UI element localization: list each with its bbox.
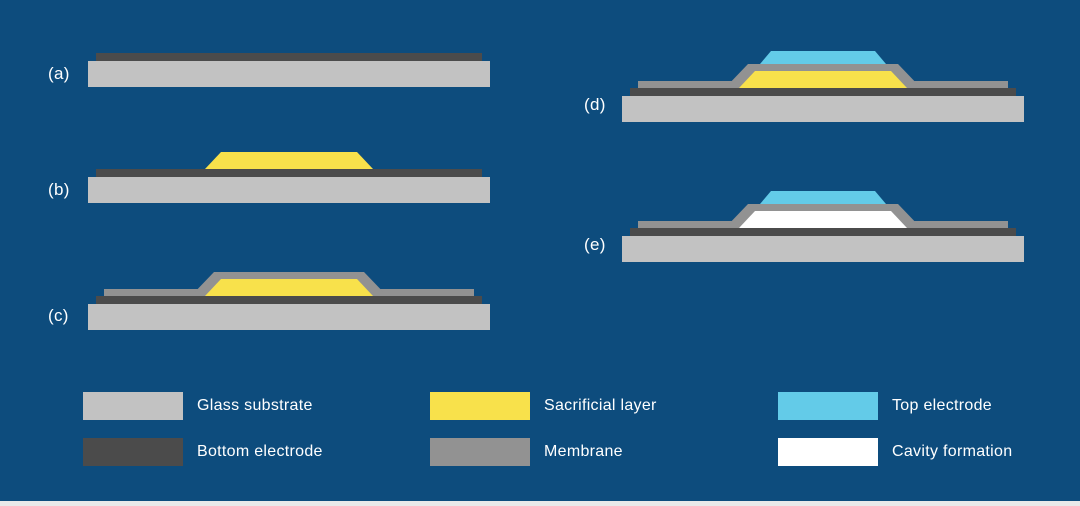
bottom-border-line [0, 501, 1080, 506]
top-electrode-layer [760, 191, 886, 204]
fabrication-step-d [622, 50, 1024, 122]
bottom-electrode-layer [96, 169, 482, 177]
bottom-electrode-layer [630, 228, 1016, 236]
legend-label: Sacrificial layer [544, 397, 657, 414]
legend-item-glass-substrate: Glass substrate [83, 392, 313, 420]
legend-item-top-electrode: Top electrode [778, 392, 992, 420]
membrane-swatch [430, 438, 530, 466]
legend-label: Cavity formation [892, 443, 1013, 460]
top-electrode-layer [760, 51, 886, 64]
cavity-layer [739, 211, 907, 228]
glass-substrate-layer [622, 236, 1024, 262]
glass-substrate-layer [88, 304, 490, 330]
sacrificial-layer [739, 71, 907, 88]
fabrication-step-c [88, 258, 490, 330]
fabrication-step-b [88, 131, 490, 203]
legend-item-cavity-formation: Cavity formation [778, 438, 1012, 466]
legend-label: Top electrode [892, 397, 992, 414]
top-electrode-swatch [778, 392, 878, 420]
sacrificial-layer [205, 279, 373, 296]
bottom-electrode-swatch [83, 438, 183, 466]
bottom-electrode-layer [96, 53, 482, 61]
bottom-electrode-layer [630, 88, 1016, 96]
glass-substrate-layer [88, 177, 490, 203]
legend-label: Bottom electrode [197, 443, 323, 460]
glass-substrate-layer [88, 61, 490, 87]
legend-item-sacrificial-layer: Sacrificial layer [430, 392, 657, 420]
legend-label: Glass substrate [197, 397, 313, 414]
fabrication-step-e [622, 190, 1024, 262]
step-label-e: (e) [584, 235, 606, 254]
glass-substrate-swatch [83, 392, 183, 420]
step-label-c: (c) [48, 306, 69, 325]
glass-substrate-layer [622, 96, 1024, 122]
bottom-electrode-layer [96, 296, 482, 304]
step-label-b: (b) [48, 180, 70, 199]
legend-item-membrane: Membrane [430, 438, 623, 466]
sacrificial-layer [205, 152, 373, 169]
cavity-formation-swatch [778, 438, 878, 466]
step-label-d: (d) [584, 95, 606, 114]
step-label-a: (a) [48, 64, 70, 83]
fabrication-step-a [88, 15, 490, 87]
legend-label: Membrane [544, 443, 623, 460]
legend-item-bottom-electrode: Bottom electrode [83, 438, 323, 466]
sacrificial-layer-swatch [430, 392, 530, 420]
